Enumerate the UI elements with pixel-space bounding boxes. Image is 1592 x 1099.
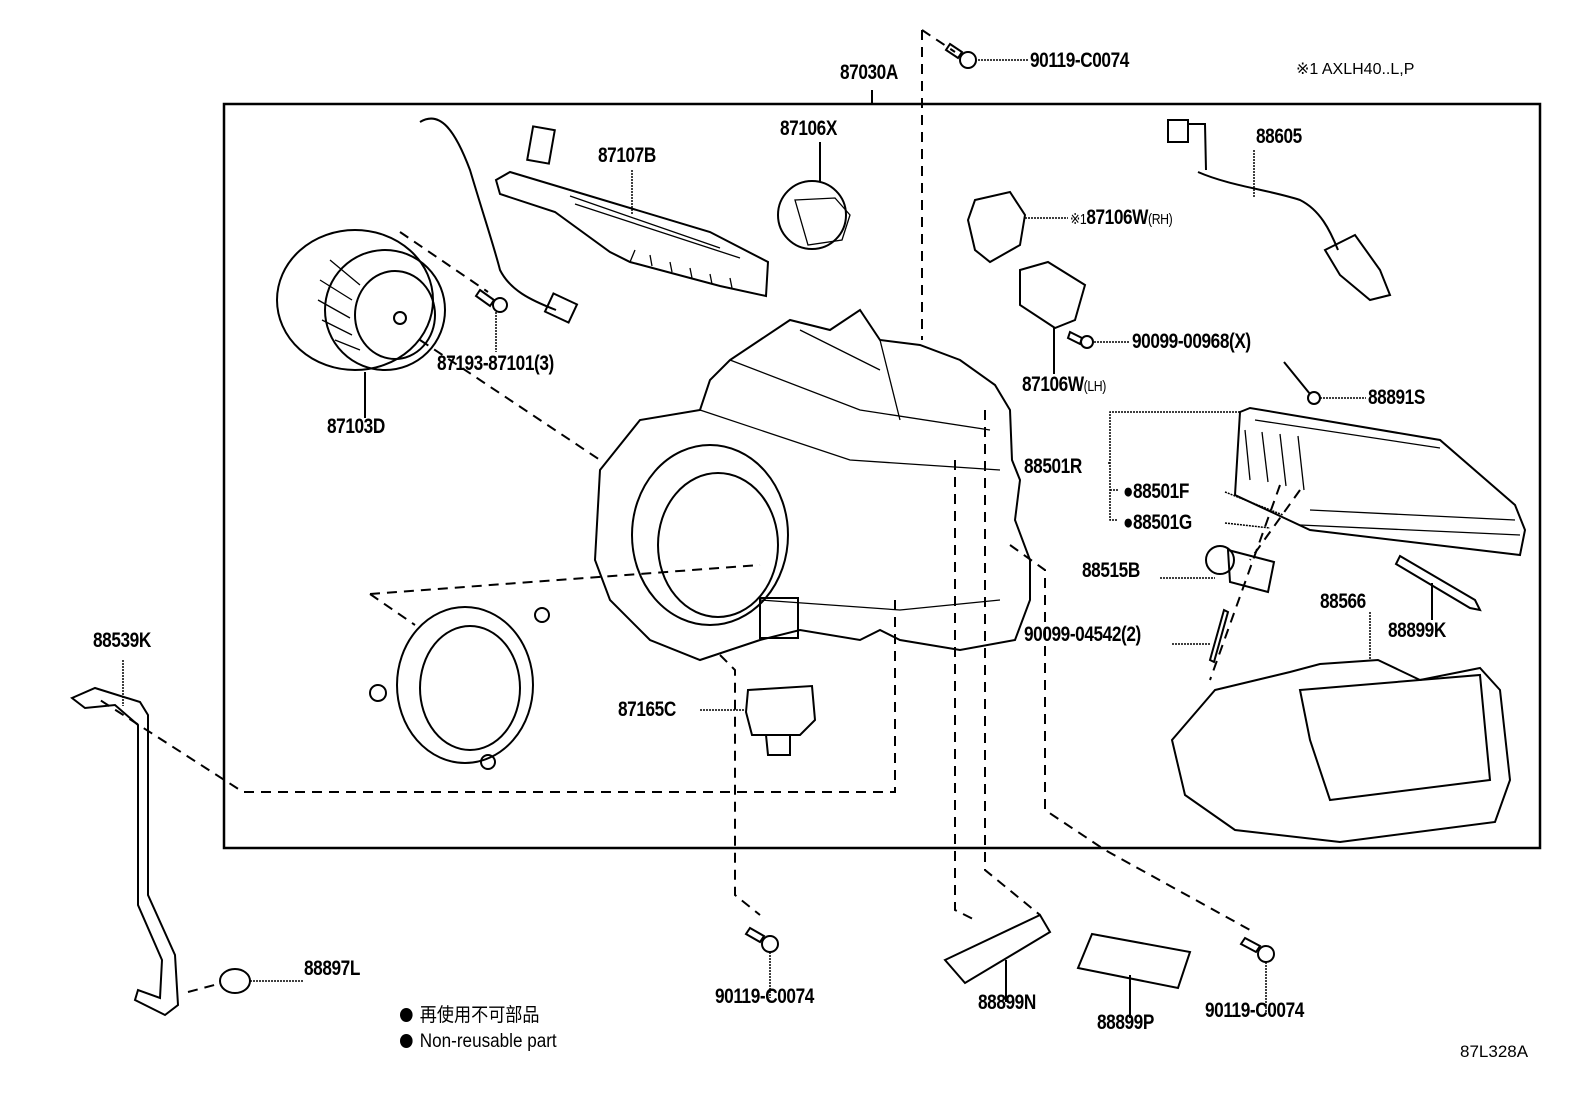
label-90119-bl[interactable]: 90119-C0074 [715,985,814,1008]
drain-hose-icon [70,686,180,1017]
screw-90099-00968-icon [1066,330,1094,349]
cap-88897l-icon [219,968,251,994]
packing-88899k-icon [1394,554,1482,612]
label-90099-04542-number: 90099-04542 [1024,623,1122,646]
dash-housing-right-2 [1009,544,1251,931]
label-88515B[interactable]: 88515B [1082,559,1140,582]
label-90119-top[interactable]: 90119-C0074 [1030,49,1129,72]
dash-ring [369,564,761,626]
applicability-note: ※1 AXLH40..L,P [1296,61,1415,78]
legend-ja: 再使用不可部品 [400,1006,540,1025]
leader-88501G [1224,522,1271,529]
label-87106X[interactable]: 87106X [780,117,837,140]
label-87106W-LH-suffix: (LH) [1083,378,1107,395]
figure-id: 87L328A [1460,1042,1529,1061]
blower-motor-icon [276,229,446,371]
label-90099-00968-qty: (X) [1229,330,1251,353]
label-88605[interactable]: 88605 [1256,125,1302,148]
dash-housing-right-1 [984,410,1041,916]
label-88501F-number: 88501F [1132,480,1189,503]
servo-rh-icon [966,190,1027,264]
dash-cap [187,983,219,993]
legend-ja-text: 再使用不可部品 [419,1005,540,1026]
label-88501F[interactable]: ●88501F [1123,481,1189,502]
servo-87106x-icon [777,180,851,250]
dash-top-bolt-diag [921,29,956,53]
label-87106W-RH-prefix: ※1 [1070,211,1087,228]
harness-icon [1167,119,1392,302]
bolt-bl-icon [744,926,779,953]
label-88899P[interactable]: 88899P [1097,1011,1154,1034]
legend-en-text: Non-reusable part [419,1031,557,1052]
label-87103D[interactable]: 87103D [327,415,385,438]
thermistor-icon [1283,361,1321,405]
case-88566-icon [1170,658,1512,844]
label-87165C[interactable]: 87165C [618,698,676,721]
label-87193-qty: (3) [534,352,554,375]
assembly-frame [222,102,1542,850]
label-88501G-number: 88501G [1132,511,1192,534]
dash-blower-2 [419,339,601,461]
dash-housing-lower [99,600,896,793]
servo-lh-icon [1019,260,1087,330]
label-87106W-LH[interactable]: 87106W(LH) [1022,374,1106,395]
dash-resistor [719,654,761,916]
label-90099-00968[interactable]: 90099-00968(X) [1132,331,1251,352]
label-90099-00968-number: 90099-00968 [1132,330,1230,353]
label-87106W-LH-number: 87106W [1022,373,1084,396]
expansion-valve-icon [1205,545,1276,594]
dash-blower [399,231,489,293]
label-90099-04542-qty: (2) [1121,623,1141,646]
legend-en: Non-reusable part [400,1032,557,1051]
label-87106W-RH[interactable]: ※187106W(RH) [1070,206,1173,229]
label-88501R[interactable]: 88501R [1024,455,1082,478]
bolt-04542-icon [1208,608,1230,664]
leader-88501F [1224,491,1284,516]
dash-evap-pipe [1209,484,1301,681]
bracket-88501R [1108,411,1240,521]
bolt-top-icon [944,42,977,69]
label-88897L[interactable]: 88897L [304,957,360,980]
heater-core-icon [494,125,770,298]
legend-dot-icon [400,1034,413,1048]
dash-housing-mid [954,460,976,921]
label-88501G[interactable]: ●88501G [1123,512,1192,533]
label-90099-04542[interactable]: 90099-04542(2) [1024,624,1141,645]
label-87106W-RH-number: 87106W [1086,206,1149,229]
label-87193-number: 87193-87101 [437,352,535,375]
label-88566[interactable]: 88566 [1320,590,1366,613]
hvac-housing-icon [593,308,1031,662]
label-87107B[interactable]: 87107B [598,144,656,167]
sensor-wire-icon [419,117,557,311]
non-reusable-dot: ● [1123,511,1133,534]
bolt-br-icon [1239,936,1275,963]
blower-ring-icon [369,606,550,770]
label-87193[interactable]: 87193-87101(3) [437,353,554,374]
label-88891S[interactable]: 88891S [1368,386,1425,409]
label-88539K[interactable]: 88539K [93,629,151,652]
label-87106W-RH-suffix: (RH) [1148,211,1173,228]
packing-88899n-icon [943,913,1052,985]
resistor-icon [744,684,817,756]
label-87030A[interactable]: 87030A [840,61,898,84]
non-reusable-dot: ● [1123,480,1133,503]
label-88899K[interactable]: 88899K [1388,619,1446,642]
packing-88899p-icon [1076,932,1192,990]
evaporator-icon [1233,406,1527,557]
label-88899N[interactable]: 88899N [978,991,1036,1014]
sensor-connector-icon [543,292,579,324]
screw-87193-icon [474,288,508,313]
label-90119-br[interactable]: 90119-C0074 [1205,999,1304,1022]
legend-dot-icon [400,1008,413,1022]
